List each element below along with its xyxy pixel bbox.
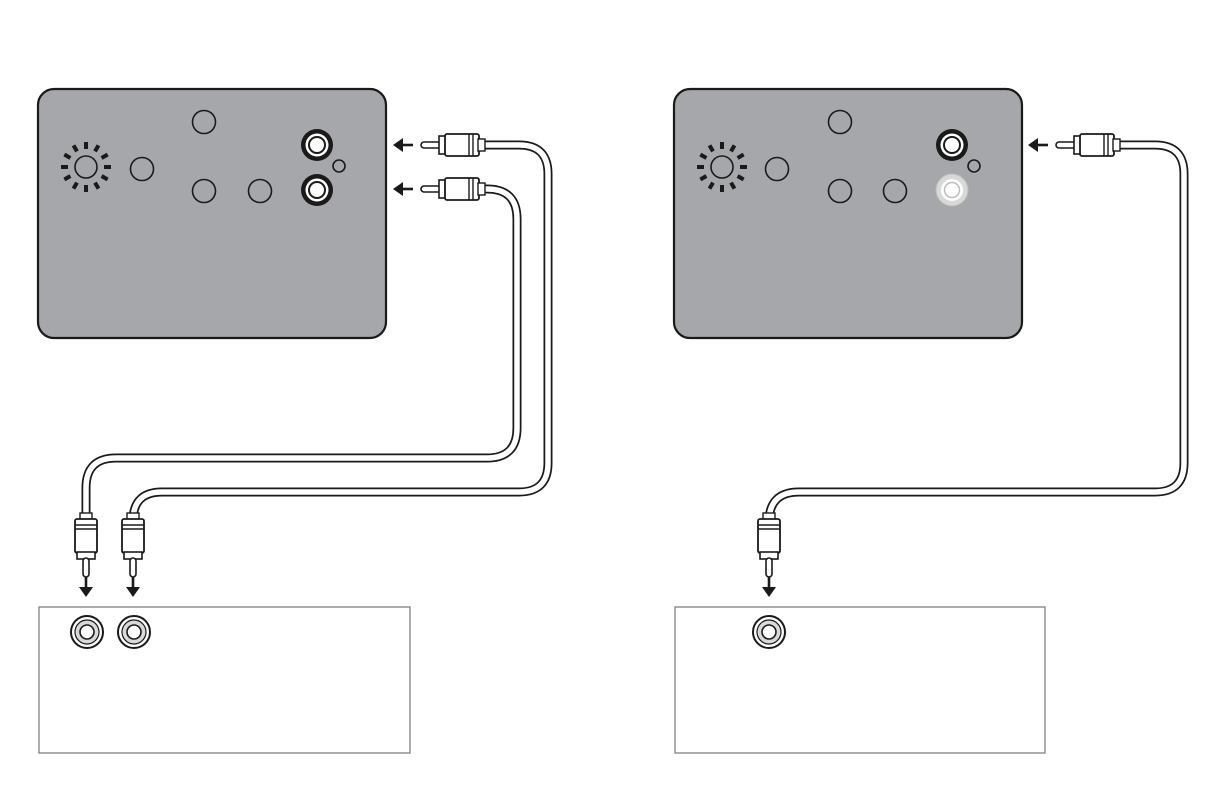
output-jack-upper[interactable]	[936, 129, 968, 161]
rca-plug-icon[interactable]	[122, 513, 144, 577]
input-jack[interactable]	[753, 616, 785, 648]
source-panel-right	[674, 89, 1022, 338]
input-jack[interactable]	[71, 616, 103, 648]
output-jack-lower-unused[interactable]	[936, 174, 968, 206]
receiver-box-right	[675, 607, 1045, 753]
stereo-connection	[38, 89, 548, 753]
receiver-box-left	[39, 607, 410, 753]
rca-plug-icon[interactable]	[758, 513, 780, 577]
output-jack-upper[interactable]	[301, 129, 333, 161]
arrow-icon	[126, 577, 140, 597]
rca-plug-icon[interactable]	[421, 134, 485, 156]
rca-plug-icon[interactable]	[75, 513, 97, 577]
arrow-icon	[1028, 138, 1048, 152]
arrow-icon	[393, 182, 413, 196]
mono-connection	[674, 89, 1184, 753]
input-jack[interactable]	[118, 616, 150, 648]
arrow-icon	[79, 577, 93, 597]
rca-plug-icon[interactable]	[1056, 134, 1120, 156]
source-panel-left	[38, 89, 386, 338]
arrow-icon	[393, 138, 413, 152]
arrow-icon	[762, 577, 776, 597]
rca-plug-icon[interactable]	[421, 178, 485, 200]
output-jack-lower[interactable]	[301, 174, 333, 206]
